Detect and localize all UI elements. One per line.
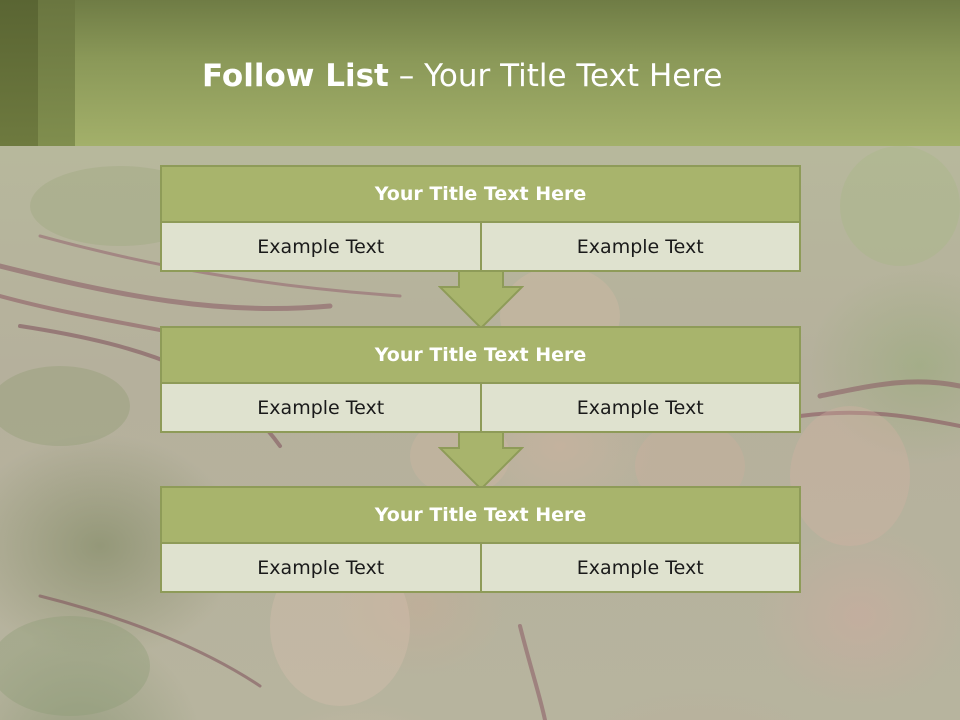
slide-title: Follow List – Your Title Text Here	[202, 52, 722, 100]
flow-block-3: Your Title Text Here Example Text Exampl…	[160, 486, 801, 593]
flow-block-row: Example Text Example Text	[160, 223, 801, 272]
flow-block-cell-left: Example Text	[257, 396, 385, 419]
slide-title-rest: – Your Title Text Here	[388, 58, 723, 94]
header-band: Follow List – Your Title Text Here	[0, 0, 960, 146]
flow-block-title: Your Title Text Here	[160, 486, 801, 544]
down-arrow-icon	[438, 270, 524, 330]
flow-block-cell-right: Example Text	[479, 544, 800, 591]
header-accent-bar-mid	[38, 0, 75, 146]
flow-block-row: Example Text Example Text	[160, 544, 801, 593]
flow-block-1: Your Title Text Here Example Text Exampl…	[160, 165, 801, 272]
flow-block-cell-left: Example Text	[257, 235, 385, 258]
slide-title-bold: Follow List	[202, 58, 389, 94]
flow-block-cell-right: Example Text	[479, 384, 800, 431]
flow-block-title: Your Title Text Here	[160, 165, 801, 223]
flow-block-row: Example Text Example Text	[160, 384, 801, 433]
flow-block-title: Your Title Text Here	[160, 326, 801, 384]
header-accent-bar-dark	[0, 0, 38, 146]
down-arrow-icon	[438, 431, 524, 491]
flow-block-2: Your Title Text Here Example Text Exampl…	[160, 326, 801, 433]
flow-block-cell-right: Example Text	[479, 223, 800, 270]
flow-block-cell-left: Example Text	[257, 556, 385, 579]
